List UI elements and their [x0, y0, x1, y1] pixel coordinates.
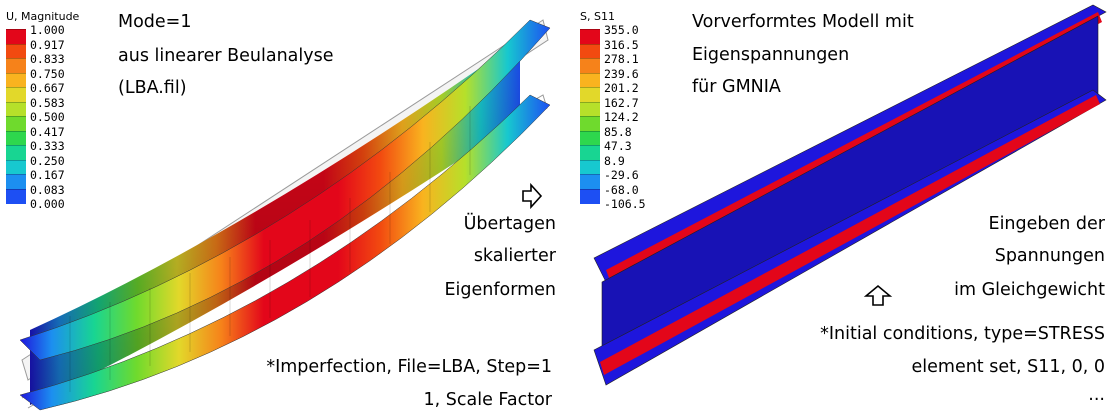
initial-conditions-command-line1: *Initial conditions, type=STRESS — [820, 324, 1105, 344]
legend-level-label: 0.333 — [30, 139, 65, 153]
legend-color-swatch — [6, 29, 26, 45]
legend-level-label: 124.2 — [604, 110, 639, 124]
legend-color-swatch — [6, 174, 26, 190]
mesh-lines — [69, 106, 471, 392]
arrow-up-outline-icon — [863, 284, 893, 306]
legend-color-swatch — [580, 116, 600, 132]
legend-color-swatch — [580, 130, 600, 146]
transfer-label-line3: Eigenformen — [444, 280, 556, 300]
analysis-label-line1: aus linearer Beulanalyse — [118, 46, 334, 66]
model-label-line3: für GMNIA — [692, 77, 781, 97]
legend-level-label: 85.8 — [604, 124, 632, 139]
legend-level-label: -29.6 — [604, 168, 639, 182]
legend-color-swatch — [6, 72, 26, 88]
legend-level-label: 0.500 — [30, 110, 65, 124]
imperfection-command-line1: *Imperfection, File=LBA, Step=1 — [266, 357, 552, 377]
legend-color-swatch — [580, 29, 600, 45]
model-label-line2: Eigenspannungen — [692, 45, 850, 65]
analysis-label-line2: (LBA.fil) — [118, 78, 187, 98]
legend-level-label: 0.833 — [30, 52, 65, 66]
legend-title: U, Magnitude — [6, 10, 80, 23]
legend-level-label: 0.583 — [30, 95, 65, 110]
model-label-line1: Vorverformtes Modell mit — [692, 12, 914, 32]
legend-level-label: 355.0 — [604, 23, 639, 37]
legend-color-swatch — [6, 101, 26, 117]
legend-color-swatch — [6, 159, 26, 175]
arrow-right-outline-icon — [522, 182, 543, 210]
legend-level-label: 0.750 — [30, 66, 65, 81]
legend-color-swatch — [580, 43, 600, 59]
legend-color-swatch — [580, 145, 600, 161]
legend-level-label: 0.250 — [30, 153, 65, 168]
mode-label: Mode=1 — [118, 12, 192, 32]
legend-level-label: 201.2 — [604, 81, 639, 95]
legend-level-label: 278.1 — [604, 52, 639, 66]
residual-stress-beam-plot — [593, 4, 1107, 386]
imperfection-command-line2: 1, Scale Factor — [423, 390, 552, 410]
input-label-line2: Spannungen — [994, 246, 1105, 266]
legend-color-swatch — [580, 72, 600, 88]
legend-color-swatch — [580, 101, 600, 117]
legend-title: S, S11 — [580, 10, 615, 23]
initial-conditions-command-line3: ... — [1088, 385, 1105, 405]
legend-level-label: 0.000 — [30, 197, 65, 211]
legend-color-swatch — [6, 130, 26, 146]
legend-color-swatch — [6, 188, 26, 204]
legend-level-label: 0.417 — [30, 124, 65, 139]
transfer-label-line1: Übertagen — [463, 214, 556, 234]
legend-color-swatch — [6, 87, 26, 103]
legend-color-swatch — [6, 58, 26, 74]
legend-level-label: 316.5 — [604, 37, 639, 52]
legend-level-label: -106.5 — [604, 197, 646, 211]
legend-color-swatch — [580, 159, 600, 175]
legend-level-label: 0.167 — [30, 168, 65, 182]
legend-color-swatch — [580, 58, 600, 74]
legend-level-label: -68.0 — [604, 182, 639, 197]
legend-color-swatch — [6, 116, 26, 132]
legend-color-swatch — [6, 43, 26, 59]
legend-color-swatch — [580, 87, 600, 103]
beam-bottom-flange — [19, 94, 551, 411]
beam-top-flange — [19, 19, 551, 361]
initial-conditions-command-line2: element set, S11, 0, 0 — [911, 357, 1106, 377]
legend-level-label: 0.083 — [30, 182, 65, 197]
legend-color-swatch — [580, 188, 600, 204]
legend-level-label: 47.3 — [604, 139, 632, 153]
bottom-flange-tension-stripe — [600, 95, 1100, 375]
legend-level-label: 1.000 — [30, 23, 65, 37]
legend-level-label: 239.6 — [604, 66, 639, 81]
buckling-mode-beam-plot — [19, 19, 551, 411]
input-label-line1: Eingeben der — [988, 214, 1105, 234]
legend-level-label: 0.667 — [30, 81, 65, 95]
legend-level-label: 0.917 — [30, 37, 65, 52]
legend-color-swatch — [580, 174, 600, 190]
legend-level-label: 8.9 — [604, 153, 625, 168]
input-label-line3: im Gleichgewicht — [954, 280, 1105, 300]
legend-color-swatch — [6, 145, 26, 161]
legend-level-label: 162.7 — [604, 95, 639, 110]
transfer-label-line2: skalierter — [473, 246, 556, 266]
